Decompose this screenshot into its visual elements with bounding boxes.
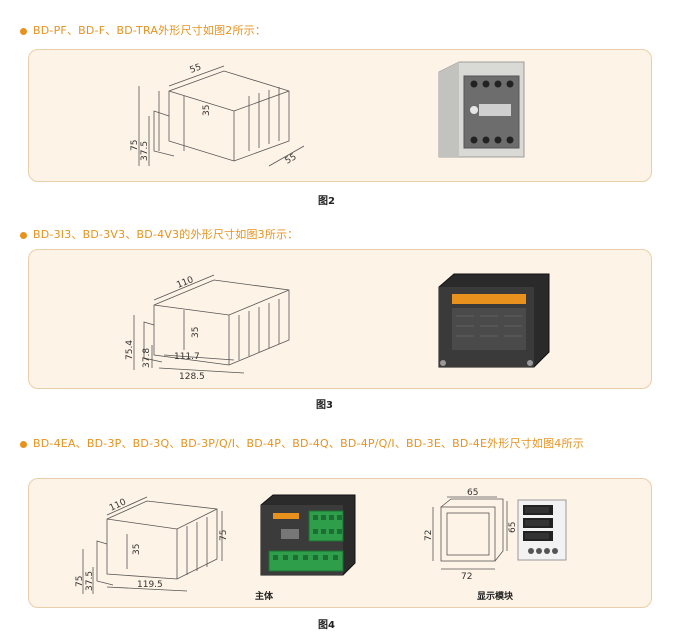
bullet-icon bbox=[20, 231, 27, 239]
dim-mid-height: 37.8 bbox=[142, 348, 152, 368]
display-module-photo bbox=[517, 499, 567, 561]
dim-inner-width: 111.7 bbox=[174, 352, 200, 362]
section2-heading: BD-3I3、BD-3V3、BD-4V3的外形尺寸如图3所示： bbox=[20, 226, 298, 242]
main-body-photo bbox=[260, 494, 356, 576]
figure3-product-photo bbox=[438, 273, 550, 368]
figure3-dimension-drawing: 110 35 75.4 37.8 111.7 128.5 bbox=[125, 274, 290, 382]
dim-height: 35 bbox=[132, 544, 142, 555]
figure3-panel: 110 35 75.4 37.8 111.7 128.5 bbox=[28, 249, 652, 389]
dim-width: 119.5 bbox=[137, 580, 163, 590]
display-module-drawing: 65 72 65 72 bbox=[424, 488, 518, 582]
dim-height: 35 bbox=[191, 327, 201, 338]
dim-total-height: 75.4 bbox=[125, 340, 135, 360]
figure2-product-photo bbox=[438, 61, 525, 158]
bullet-icon bbox=[20, 27, 27, 35]
dim-total-width: 128.5 bbox=[179, 372, 205, 382]
figure4-dimension-drawing: 110 35 75 75 37.5 119.5 bbox=[75, 496, 229, 594]
main-body-label: 主体 bbox=[255, 592, 274, 602]
figure4-panel: 110 35 75 75 37.5 119.5 主体 bbox=[28, 478, 652, 608]
dim-top: 55 bbox=[189, 63, 203, 76]
display-module-label: 显示模块 bbox=[477, 592, 514, 602]
panel-dim-left: 72 bbox=[424, 530, 434, 541]
figure2-caption: 图2 bbox=[318, 196, 335, 207]
dim-depth: 55 bbox=[284, 152, 299, 166]
dim-mid-height: 37.5 bbox=[85, 571, 95, 591]
section3-heading: BD-4EA、BD-3P、BD-3Q、BD-3P/Q/I、BD-4P、BD-4Q… bbox=[20, 435, 584, 451]
dim-mid-height: 37.5 bbox=[140, 141, 150, 161]
panel-dim-bottom: 72 bbox=[461, 572, 472, 582]
panel-dim-right: 65 bbox=[508, 522, 518, 533]
dim-top: 110 bbox=[175, 275, 195, 291]
dim-height: 35 bbox=[202, 105, 212, 116]
dim-total-height: 75 bbox=[130, 140, 140, 151]
figure2-dimension-drawing: 55 35 75 37.5 55 bbox=[130, 63, 305, 167]
section1-heading: BD-PF、BD-F、BD-TRA外形尺寸如图2所示： bbox=[20, 22, 266, 38]
dim-total-height: 75 bbox=[75, 576, 85, 587]
figure2-panel: 55 35 75 37.5 55 bbox=[28, 49, 652, 182]
figure4-caption: 图4 bbox=[318, 620, 335, 631]
panel-dim-top: 65 bbox=[467, 488, 478, 498]
figure3-caption: 图3 bbox=[316, 400, 333, 411]
bullet-icon bbox=[20, 440, 27, 448]
dim-side-height: 75 bbox=[219, 530, 229, 541]
